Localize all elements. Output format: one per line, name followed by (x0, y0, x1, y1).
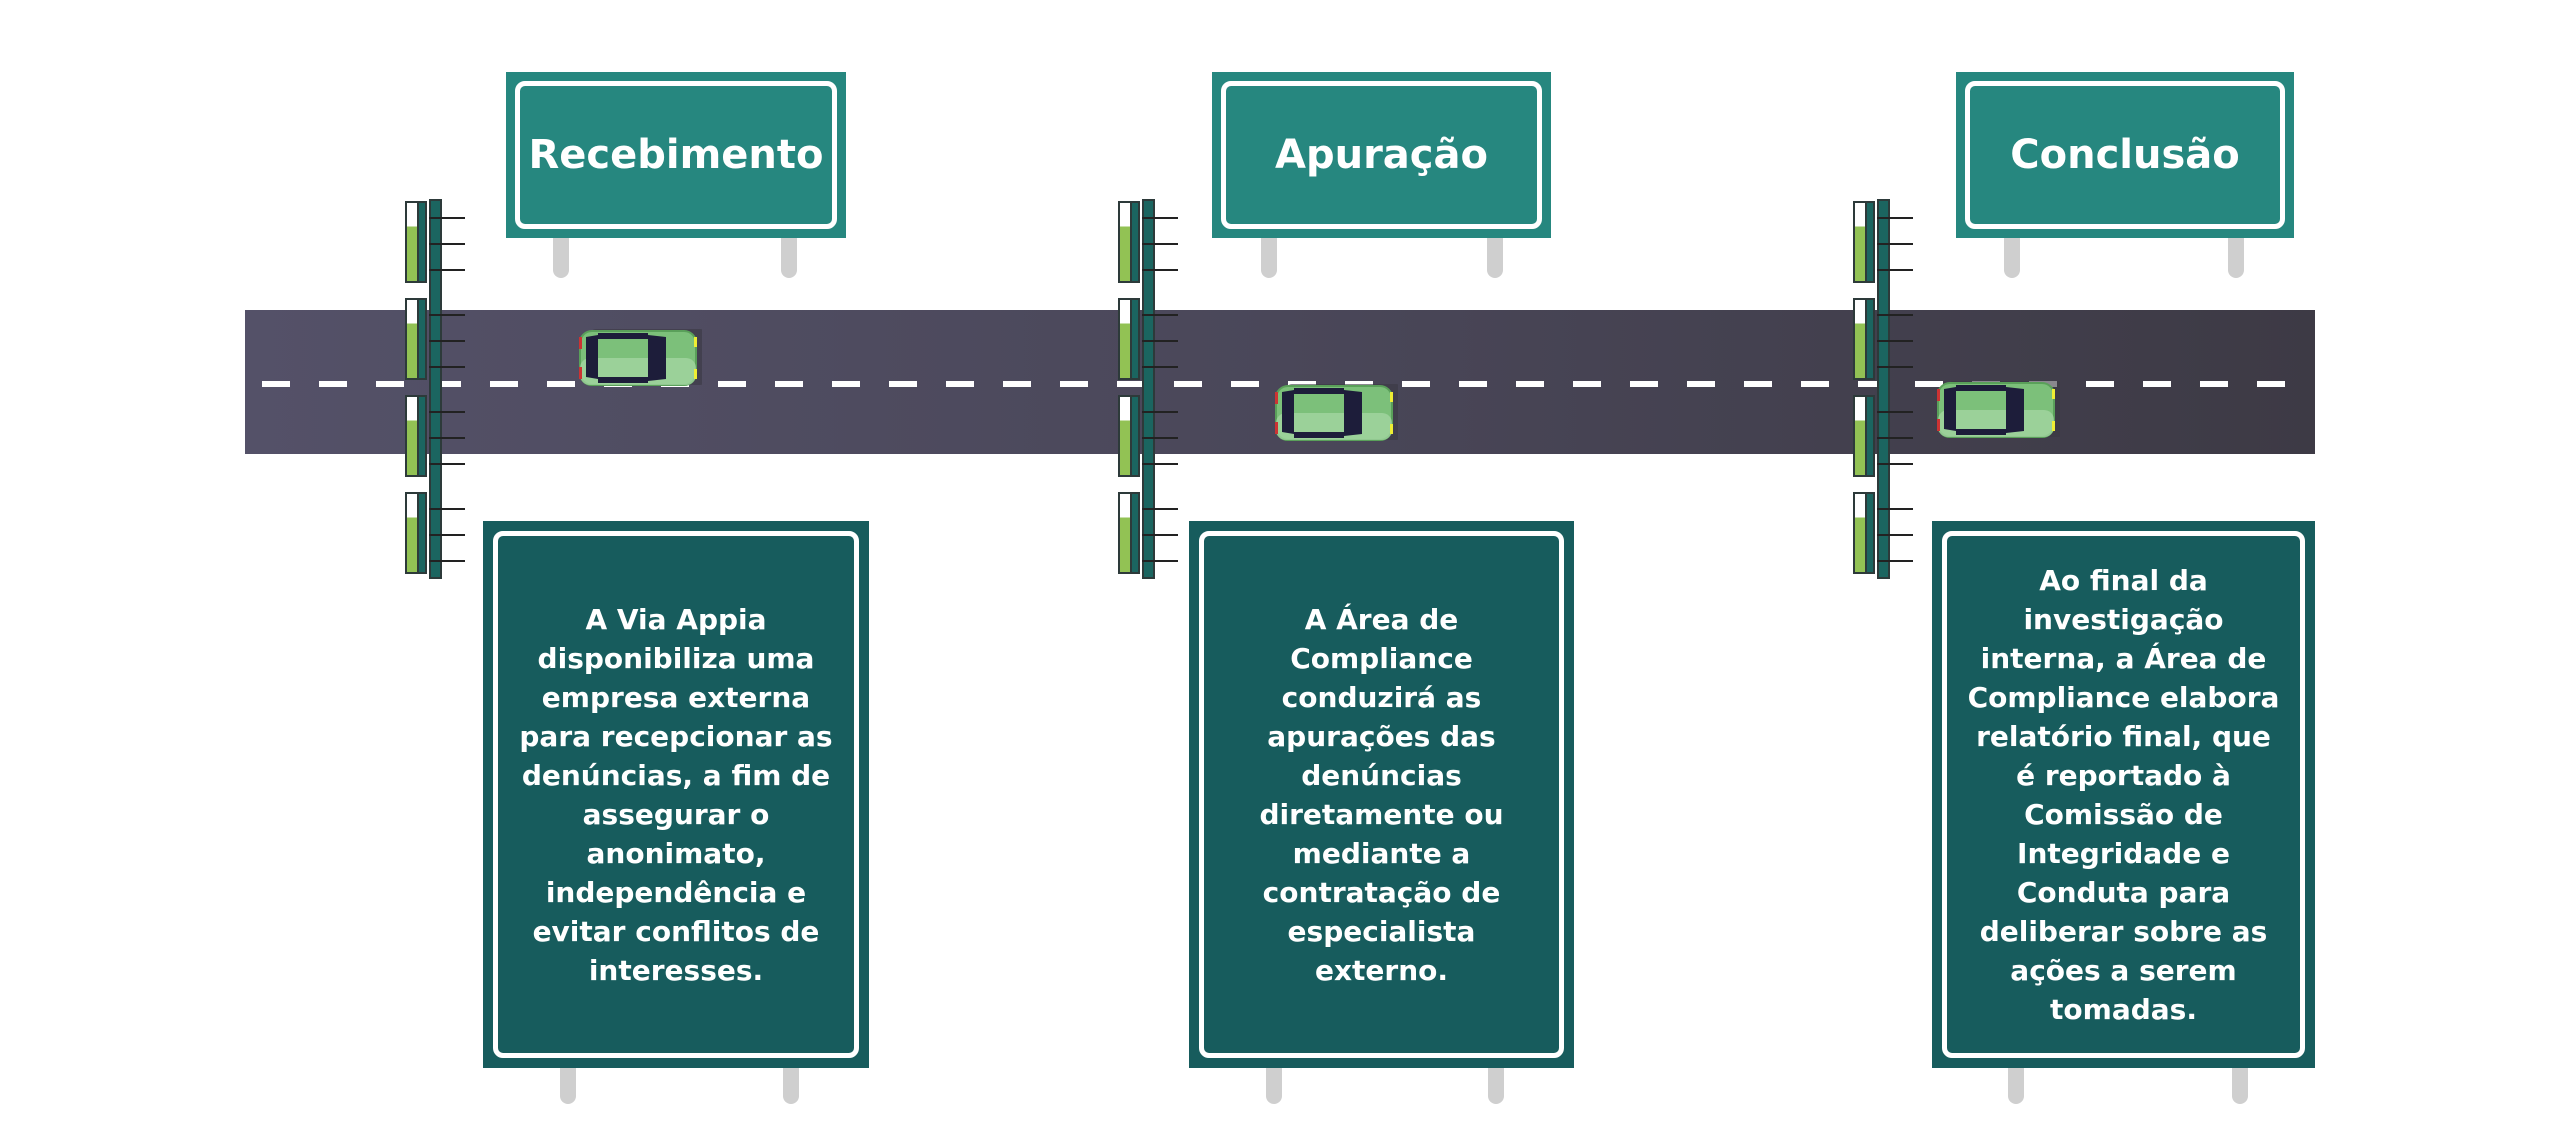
traffic-light-icon (1853, 298, 1875, 380)
signal-arm (429, 534, 465, 536)
signal-arm (1142, 314, 1178, 316)
signal-arm (1877, 560, 1913, 562)
signal-pole (1877, 199, 1890, 579)
sign-post (1266, 1068, 1282, 1104)
sign-post (2228, 238, 2244, 278)
signal-arm (1877, 243, 1913, 245)
stage-description: Ao final da investigação interna, a Área… (1942, 531, 2305, 1058)
signal-pole (429, 199, 442, 579)
signal-arm (1877, 411, 1913, 413)
signal-arm (1142, 463, 1178, 465)
signal-arm (1877, 217, 1913, 219)
signal-arm (429, 508, 465, 510)
traffic-light-icon (1118, 395, 1140, 477)
sign-post (2232, 1068, 2248, 1104)
signal-arm (1142, 243, 1178, 245)
sign-post (560, 1068, 576, 1104)
signal-arm (1877, 534, 1913, 536)
signal-arm (429, 560, 465, 562)
signal-arm (1142, 534, 1178, 536)
signal-arm (1877, 314, 1913, 316)
car-icon (578, 327, 706, 389)
traffic-light-icon (1118, 201, 1140, 283)
stage-sign-recebimento: Recebimento (506, 72, 846, 238)
traffic-light-icon (1118, 492, 1140, 574)
stage-sign-conclusao: Conclusão (1956, 72, 2294, 238)
car-icon (1274, 382, 1402, 444)
sign-post (2004, 238, 2020, 278)
stage-title: Apuração (1221, 81, 1542, 229)
signal-arm (1877, 340, 1913, 342)
signal-arm (429, 463, 465, 465)
signal-arm (429, 269, 465, 271)
signal-arm (1142, 508, 1178, 510)
sign-post (781, 238, 797, 278)
traffic-light-icon (405, 201, 427, 283)
traffic-light-icon (1118, 298, 1140, 380)
stage-description-sign: Ao final da investigação interna, a Área… (1932, 521, 2315, 1068)
stage-title: Conclusão (1965, 81, 2285, 229)
traffic-light-icon (1853, 395, 1875, 477)
signal-arm (1877, 508, 1913, 510)
traffic-light-icon (1853, 201, 1875, 283)
signal-arm (1877, 463, 1913, 465)
signal-arm (1142, 217, 1178, 219)
signal-arm (429, 411, 465, 413)
signal-arm (429, 217, 465, 219)
signal-arm (1142, 269, 1178, 271)
signal-arm (1877, 269, 1913, 271)
signal-arm (429, 314, 465, 316)
stage-sign-apuracao: Apuração (1212, 72, 1551, 238)
signal-arm (429, 437, 465, 439)
signal-arm (1142, 366, 1178, 368)
signal-arm (1142, 411, 1178, 413)
stage-title: Recebimento (515, 81, 837, 229)
sign-post (1261, 238, 1277, 278)
signal-arm (429, 366, 465, 368)
signal-arm (1142, 560, 1178, 562)
sign-post (553, 238, 569, 278)
car-icon (1936, 379, 2064, 441)
sign-post (1487, 238, 1503, 278)
signal-arm (1877, 366, 1913, 368)
signal-arm (1877, 437, 1913, 439)
sign-post (1488, 1068, 1504, 1104)
traffic-light-icon (405, 395, 427, 477)
traffic-light-icon (405, 492, 427, 574)
signal-pole (1142, 199, 1155, 579)
traffic-light-icon (405, 298, 427, 380)
signal-arm (429, 340, 465, 342)
stage-description-sign: A Via Appia disponibiliza uma empresa ex… (483, 521, 869, 1068)
traffic-light-icon (1853, 492, 1875, 574)
sign-post (2008, 1068, 2024, 1104)
signal-arm (1142, 437, 1178, 439)
sign-post (783, 1068, 799, 1104)
stage-description-sign: A Área de Compliance conduzirá as apuraç… (1189, 521, 1574, 1068)
signal-arm (1142, 340, 1178, 342)
stage-description: A Via Appia disponibiliza uma empresa ex… (493, 531, 859, 1058)
signal-arm (429, 243, 465, 245)
road-lane-markings (262, 381, 2302, 387)
stage-description: A Área de Compliance conduzirá as apuraç… (1199, 531, 1564, 1058)
